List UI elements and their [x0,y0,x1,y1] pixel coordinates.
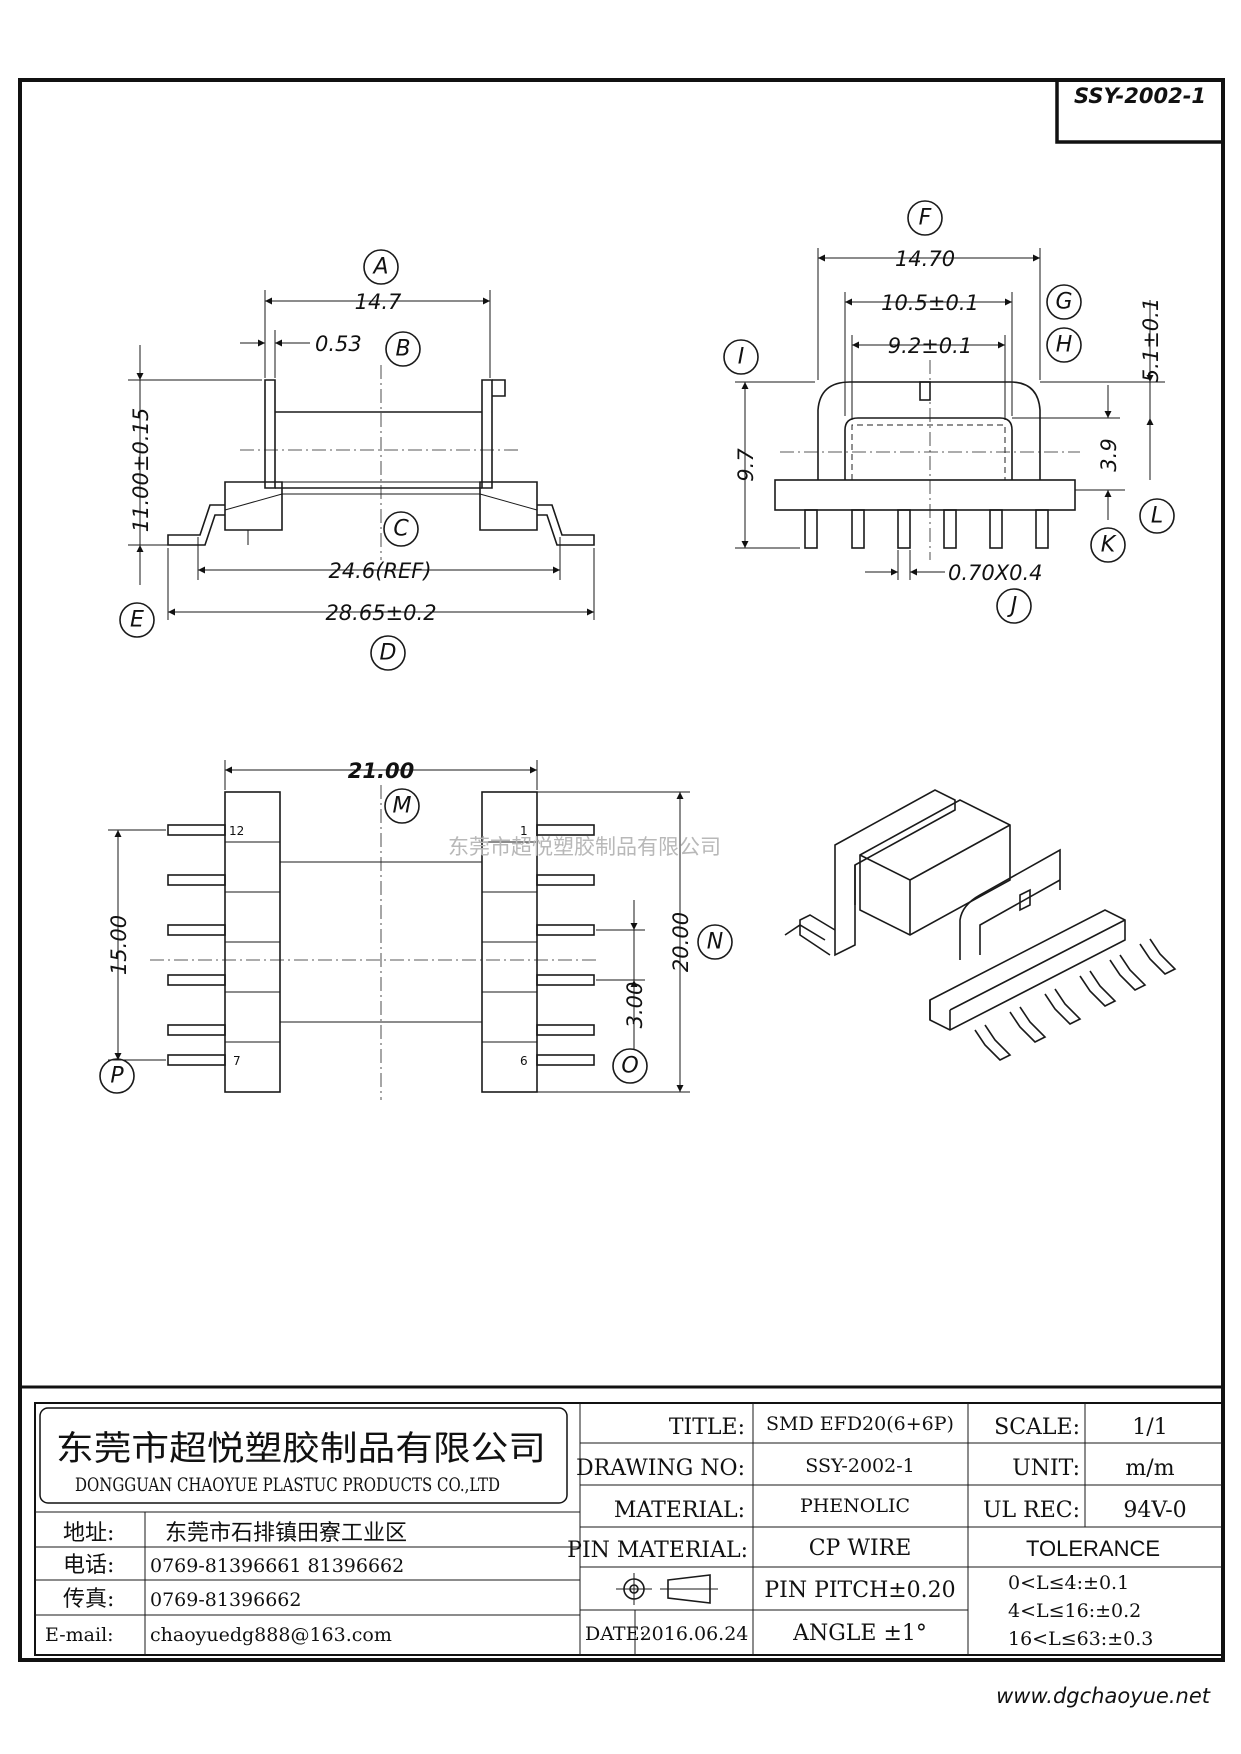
material-label: MATERIAL: [614,1498,745,1523]
date-value: 2016.06.24 [640,1623,749,1645]
ref-label-c: C [383,511,419,547]
dim-base-height: 3.9 [1097,438,1121,471]
pin-number-12: 12 [229,824,244,838]
drawing-no-value: SSY-2002-1 [805,1455,914,1477]
ref-label-i: I [723,339,759,375]
watermark-text: 东莞市超悦塑胶制品有限公司 [448,835,721,859]
dim-front-width: 14.7 [355,290,402,314]
tolerance-line-2: 4<L≤16:±0.2 [1008,1600,1141,1622]
company-name-en: DONGGUAN CHAOYUE PLASTUC PRODUCTS CO.,LT… [75,1474,500,1496]
ref-label-j: J [996,588,1032,624]
svg-text:O: O [621,1054,638,1079]
ref-label-p: P [99,1058,135,1094]
phone-label: 电话: [63,1553,114,1578]
ref-label-h: H [1046,327,1082,363]
bottom-view: 12 1 7 6 21.00 15.00 20.00 3.00 [107,759,693,1100]
ref-label-a: A [363,249,399,285]
drawing-border [18,78,1225,1662]
phone-value: 0769-81396661 81396662 [150,1555,404,1577]
date-label: DATE: [585,1623,646,1645]
svg-text:C: C [393,517,409,542]
tolerance-line-1: 0<L≤4:±0.1 [1008,1572,1129,1594]
ref-label-b: B [385,331,421,367]
side-view: 14.70 10.5±0.1 9.2±0.1 9.7 3.9 5.1±0.1 0… [734,247,1165,585]
address-value: 东莞市石排镇田寮工业区 [165,1521,407,1546]
svg-text:B: B [395,337,410,362]
ref-label-m: M [384,788,420,824]
dim-overall-length: 28.65±0.2 [325,601,436,625]
tolerance-line-3: 16<L≤63:±0.3 [1008,1628,1153,1650]
dim-pin-section: 0.70X0.4 [948,561,1043,585]
title-value: SMD EFD20(6+6P) [766,1413,954,1435]
address-label: 地址: [63,1521,114,1546]
dim-ref-length: 24.6(REF) [328,559,431,583]
projection-symbol-icon [616,1573,718,1605]
svg-text:F: F [919,206,932,231]
pin-number-1: 1 [520,824,528,838]
ref-label-k: K [1090,527,1126,563]
ul-rec-label: UL REC: [983,1498,1080,1523]
reference-labels: A B C D E F G H I J K L M N O P [99,200,1175,1094]
pin-material-value: CP WIRE [809,1536,912,1561]
svg-text:A: A [371,255,388,280]
fax-label: 传真: [63,1587,114,1612]
ref-label-g: G [1046,284,1082,320]
angle-text: ANGLE ±1° [792,1621,927,1646]
dim-inner-width: 9.2±0.1 [888,334,972,358]
unit-label: UNIT: [1012,1456,1080,1481]
drawing-code: SSY-2002-1 [1074,84,1206,108]
unit-value: m/m [1125,1456,1174,1481]
material-value: PHENOLIC [800,1495,910,1517]
dim-side-width: 14.70 [895,247,955,271]
svg-text:H: H [1056,333,1073,358]
company-name-cn: 东莞市超悦塑胶制品有限公司 [56,1429,546,1469]
dim-height: 11.00±0.15 [129,408,153,532]
svg-text:P: P [110,1064,124,1089]
dim-pin-pitch: 3.00 [623,982,647,1029]
pin-number-6: 6 [520,1054,528,1068]
ref-label-d: D [370,635,406,671]
dim-bottom-width: 21.00 [348,759,414,783]
isometric-view [784,789,1177,1061]
dim-top-height: 5.1±0.1 [1139,298,1163,382]
ul-rec-value: 94V-0 [1123,1498,1186,1523]
scale-label: SCALE: [994,1415,1080,1440]
title-label: TITLE: [669,1415,745,1440]
email-value: chaoyuedg888@163.com [150,1624,392,1646]
dim-window-width: 10.5±0.1 [881,291,979,315]
ref-label-e: E [119,602,155,638]
svg-text:M: M [393,794,412,819]
scale-value: 1/1 [1132,1415,1167,1440]
drawing-code-box: SSY-2002-1 [1055,78,1225,144]
company-box [39,1407,568,1504]
email-label: E-mail: [45,1624,114,1646]
dim-pin-row-span: 15.00 [107,915,131,975]
fax-value: 0769-81396662 [150,1589,301,1611]
title-block: 东莞市超悦塑胶制品有限公司 DONGGUAN CHAOYUE PLASTUC P… [34,1402,1223,1656]
pin-number-7: 7 [233,1054,241,1068]
dim-body-length: 20.00 [669,912,693,972]
ref-label-n: N [697,924,733,960]
ref-label-o: O [612,1048,648,1084]
dim-flange-thickness: 0.53 [315,332,362,356]
svg-text:I: I [738,345,745,370]
front-view: 14.7 0.53 11.00±0.15 24.6(REF) 28.65±0.2 [128,290,595,625]
svg-text:D: D [380,641,397,666]
pin-pitch-text: PIN PITCH±0.20 [764,1578,955,1603]
ref-label-l: L [1139,498,1175,534]
svg-text:K: K [1101,533,1117,558]
svg-text:E: E [130,608,144,633]
tolerance-label: TOLERANCE [1026,1536,1160,1561]
svg-text:N: N [707,930,723,955]
svg-text:L: L [1151,504,1163,529]
pin-material-label: PIN MATERIAL: [567,1538,748,1563]
ref-label-f: F [907,200,943,236]
svg-text:J: J [1007,594,1018,619]
footer-url: www.dgchaoyue.net [996,1684,1211,1708]
drawing-no-label: DRAWING NO: [576,1456,745,1481]
dim-side-height: 9.7 [734,448,758,482]
svg-text:G: G [1055,290,1072,315]
